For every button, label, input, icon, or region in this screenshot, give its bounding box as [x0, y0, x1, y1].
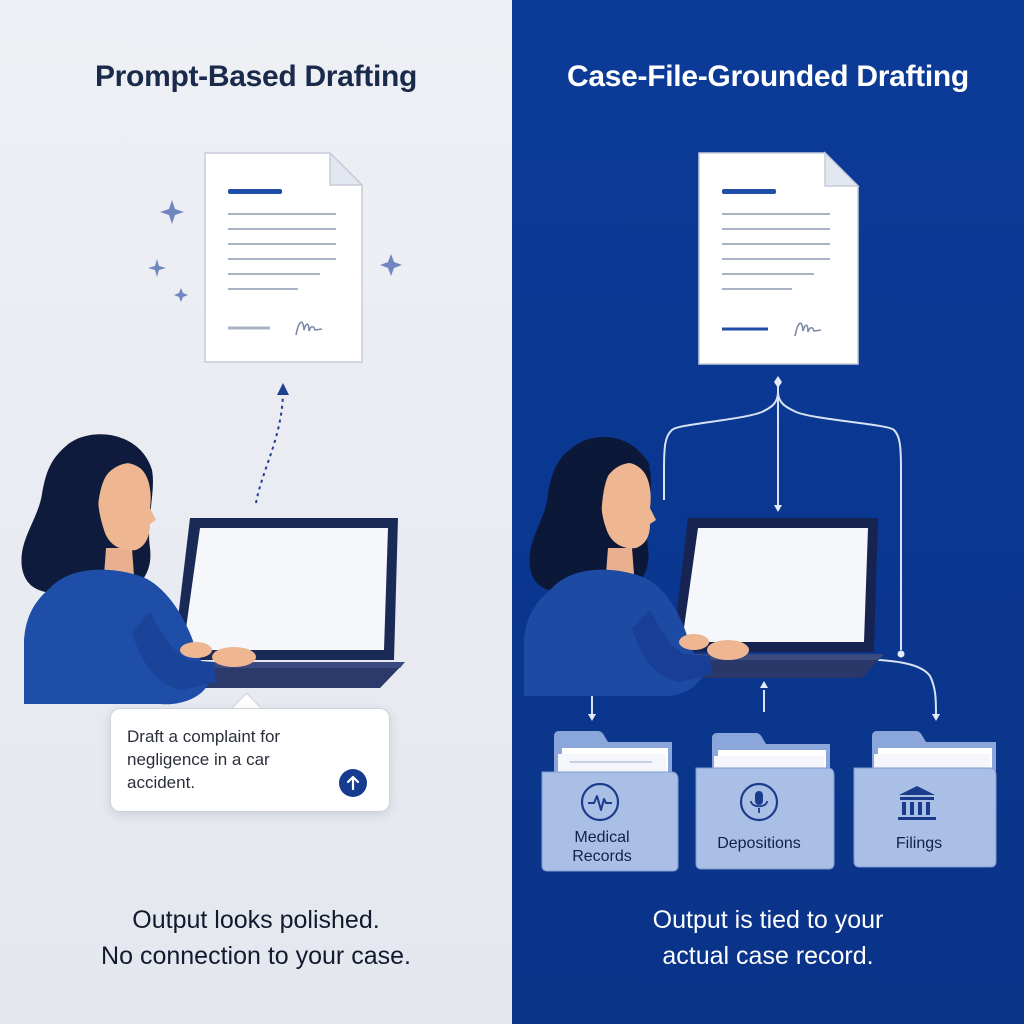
microphone-icon [739, 782, 779, 822]
caption-line: No connection to your case. [101, 942, 411, 970]
prompt-based-panel: Prompt-Based Drafting [0, 0, 512, 1024]
caption-line: Output is tied to your [652, 906, 884, 934]
laptop [160, 518, 405, 688]
panel-title: Prompt-Based Drafting [94, 60, 418, 93]
heartbeat-icon [580, 782, 620, 822]
woman-typing [524, 437, 749, 697]
folder-medical-records[interactable] [541, 731, 679, 872]
laptop [660, 518, 884, 678]
caption-line: Output looks polished. [132, 906, 380, 934]
panel-title: Case-File-Grounded Drafting [567, 60, 969, 93]
generated-document-icon [204, 151, 364, 363]
folder-label-depositions: Depositions [717, 835, 801, 852]
courthouse-icon [898, 786, 936, 820]
prompt-illustration [21, 151, 405, 705]
generated-document-icon [698, 151, 860, 365]
dotted-arrow [255, 383, 289, 504]
panel-caption: Output is tied to your actual case recor… [512, 902, 1024, 974]
panel-caption: Output looks polished. No connection to … [0, 902, 512, 974]
folder-label-filings: Filings [895, 835, 943, 852]
prompt-bubble[interactable]: Draft a complaint for negligence in a ca… [110, 708, 390, 812]
case-file-grounded-panel: Case-File-Grounded Drafting [512, 0, 1024, 1024]
prompt-text: Draft a complaint for negligence in a ca… [127, 727, 281, 792]
folder-filings[interactable] [853, 731, 997, 868]
arrow-up-icon [346, 775, 360, 791]
folder-depositions[interactable] [695, 733, 835, 870]
send-button[interactable] [339, 769, 367, 797]
folder-label-medical-records: Medical Records [572, 829, 632, 865]
woman-typing [21, 434, 256, 705]
sparkle-icon [148, 200, 402, 302]
caption-line: actual case record. [662, 942, 874, 970]
grounded-illustration [524, 151, 997, 872]
